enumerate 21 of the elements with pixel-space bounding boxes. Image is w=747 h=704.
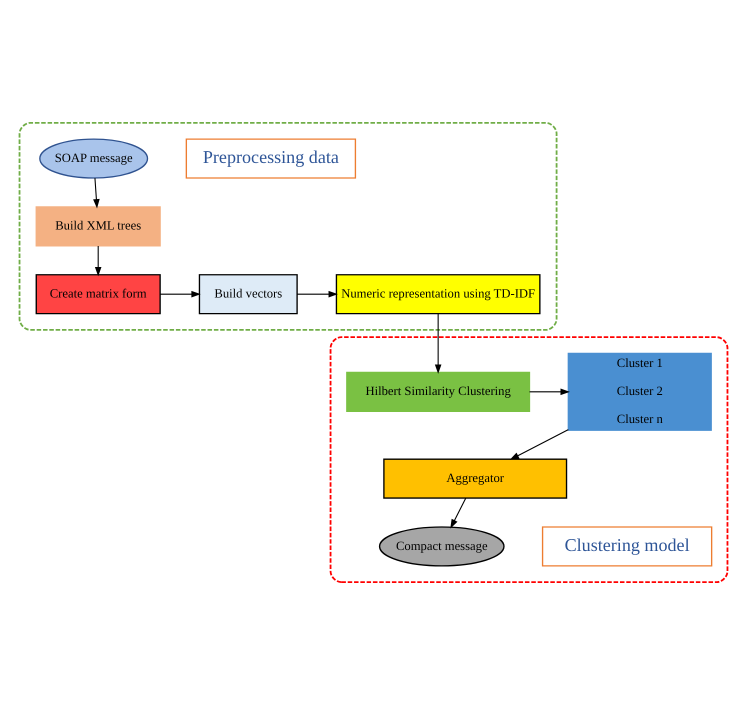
node-ellipse: SOAP message <box>39 138 148 178</box>
arrow <box>530 388 570 395</box>
cluster <box>330 336 728 583</box>
arrow <box>160 290 201 297</box>
node-box: Hilbert Similarity Clustering <box>346 371 530 412</box>
arrow <box>450 498 466 528</box>
arrow <box>434 313 442 374</box>
node-box: Create matrix form <box>36 274 161 314</box>
node-box: Numeric representation using TD-IDF <box>336 274 541 314</box>
node-box: Build XML trees <box>36 206 161 246</box>
node-box: Build vectors <box>198 274 298 314</box>
arrow <box>297 290 338 297</box>
arrow <box>94 246 102 276</box>
node-box: Clustering model <box>542 526 712 566</box>
node-ellipse: Compact message <box>378 526 505 566</box>
node-box: Aggregator <box>383 458 568 498</box>
arrow <box>510 428 569 460</box>
node-box: Cluster 1 Cluster 2 Cluster n <box>568 352 712 430</box>
arrow <box>93 178 100 208</box>
node-box: Preprocessing data <box>186 138 356 178</box>
cluster <box>18 121 558 330</box>
